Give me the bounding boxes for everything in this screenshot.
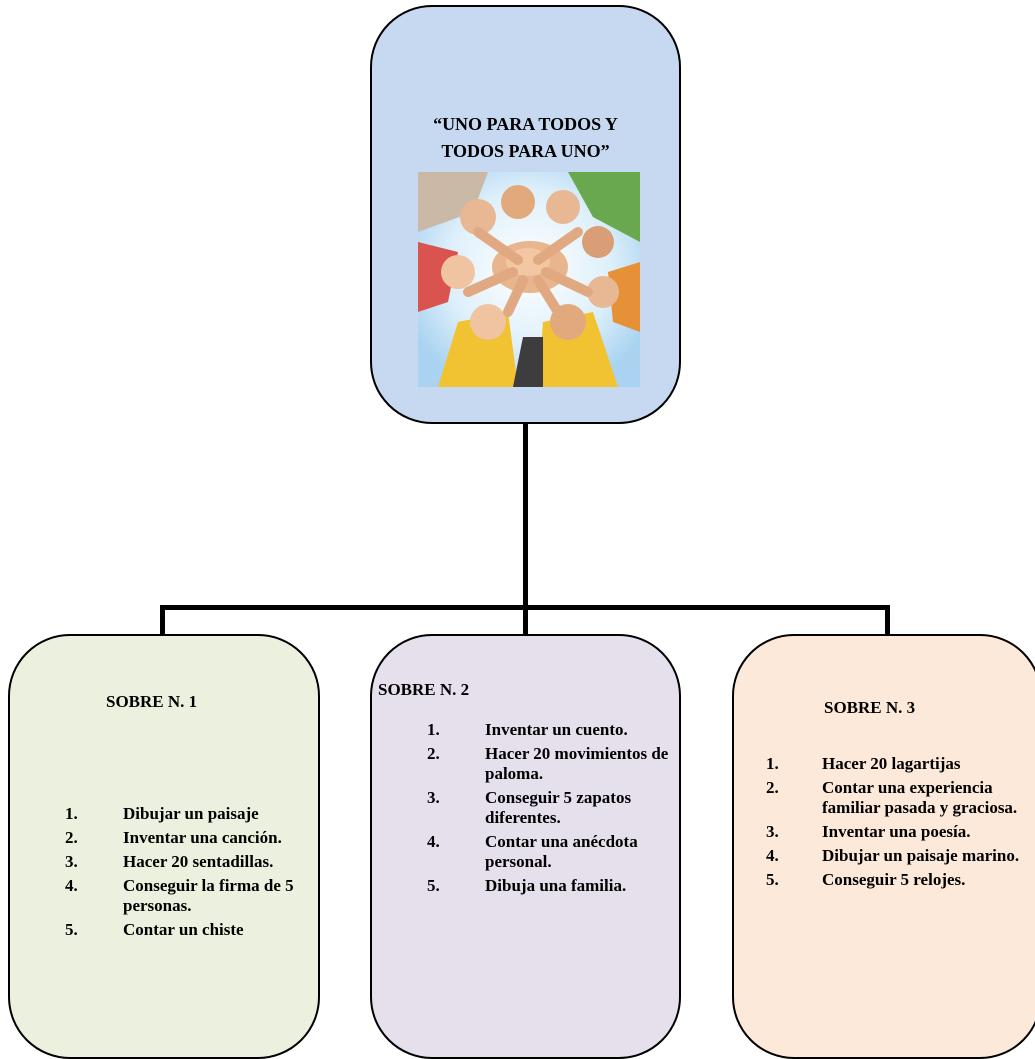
item-text: Contar una anécdota personal. <box>485 832 638 871</box>
list-item: 3. Hacer 20 sentadillas. <box>65 852 315 872</box>
list-item: 1. Dibujar un paisaje <box>65 804 315 824</box>
item-number: 3. <box>766 822 779 841</box>
item-text: Contar un chiste <box>123 920 244 939</box>
envelope-card-2: SOBRE N. 2 1. Inventar un cuento. 2. Hacer… <box>370 634 681 1059</box>
item-number: 5. <box>766 870 779 889</box>
connector-vertical-main <box>523 423 528 609</box>
list-item: 4. Conseguir la firma de 5 personas. <box>65 876 315 916</box>
list-item: 2. Hacer 20 movimientos de paloma. <box>427 744 677 784</box>
people-circle-hands-photo <box>418 172 640 387</box>
item-text: Hacer 20 movimientos de paloma. <box>485 744 669 783</box>
item-number: 1. <box>427 720 440 739</box>
item-number: 3. <box>65 852 78 871</box>
item-text: Conseguir 5 zapatos diferentes. <box>485 788 632 827</box>
connector-drop-3 <box>885 605 890 635</box>
item-number: 2. <box>65 828 78 847</box>
item-text: Hacer 20 sentadillas. <box>123 852 274 871</box>
envelope-title: SOBRE N. 1 <box>106 692 198 711</box>
list-item: 1. Hacer 20 lagartijas <box>766 754 1035 774</box>
item-text: Contar una experiencia familiar pasada y… <box>822 778 1018 817</box>
item-number: 5. <box>65 920 78 939</box>
list-item: 3. Inventar una poesía. <box>766 822 1035 842</box>
list-item: 2. Contar una experiencia familiar pasada… <box>766 778 1035 818</box>
list-item: 1. Inventar un cuento. <box>427 720 677 740</box>
item-text: Dibujar un paisaje <box>123 804 259 823</box>
item-text: Dibujar un paisaje marino. <box>822 846 1020 865</box>
envelope-title: SOBRE N. 2 <box>378 680 470 699</box>
task-list: 1. Inventar un cuento. 2. Hacer 20 movimie… <box>427 720 677 900</box>
item-number: 2. <box>427 744 440 763</box>
item-number: 3. <box>427 788 440 807</box>
envelope-card-3: SOBRE N. 3 1. Hacer 20 lagartijas 2. Conta… <box>732 634 1035 1059</box>
root-title: “UNO PARA TODOS Y TODOS PARA UNO” <box>433 114 618 161</box>
list-item: 5. Dibuja una familia. <box>427 876 677 896</box>
item-number: 4. <box>427 832 440 851</box>
connector-drop-2 <box>523 605 528 635</box>
item-text: Conseguir 5 relojes. <box>822 870 966 889</box>
list-item: 3. Conseguir 5 zapatos diferentes. <box>427 788 677 828</box>
list-item: 4. Contar una anécdota personal. <box>427 832 677 872</box>
item-number: 1. <box>65 804 78 823</box>
item-text: Inventar un cuento. <box>485 720 628 739</box>
item-text: Inventar una poesía. <box>822 822 971 841</box>
list-item: 5. Conseguir 5 relojes. <box>766 870 1035 890</box>
list-item: 4. Dibujar un paisaje marino. <box>766 846 1035 866</box>
item-text: Conseguir la firma de 5 personas. <box>123 876 294 915</box>
task-list: 1. Hacer 20 lagartijas 2. Contar una exper… <box>766 754 1035 894</box>
task-list: 1. Dibujar un paisaje 2. Inventar una canc… <box>65 804 315 944</box>
envelope-title: SOBRE N. 3 <box>824 698 916 717</box>
item-text: Dibuja una familia. <box>485 876 627 895</box>
item-number: 4. <box>65 876 78 895</box>
root-node: “UNO PARA TODOS Y TODOS PARA UNO” <box>370 5 681 424</box>
item-text: Hacer 20 lagartijas <box>822 754 961 773</box>
item-number: 4. <box>766 846 779 865</box>
item-number: 1. <box>766 754 779 773</box>
item-number: 2. <box>766 778 779 797</box>
envelope-card-1: SOBRE N. 1 1. Dibujar un paisaje 2. Invent… <box>8 634 320 1059</box>
list-item: 5. Contar un chiste <box>65 920 315 940</box>
item-text: Inventar una canción. <box>123 828 282 847</box>
list-item: 2. Inventar una canción. <box>65 828 315 848</box>
item-number: 5. <box>427 876 440 895</box>
connector-drop-1 <box>160 605 165 635</box>
